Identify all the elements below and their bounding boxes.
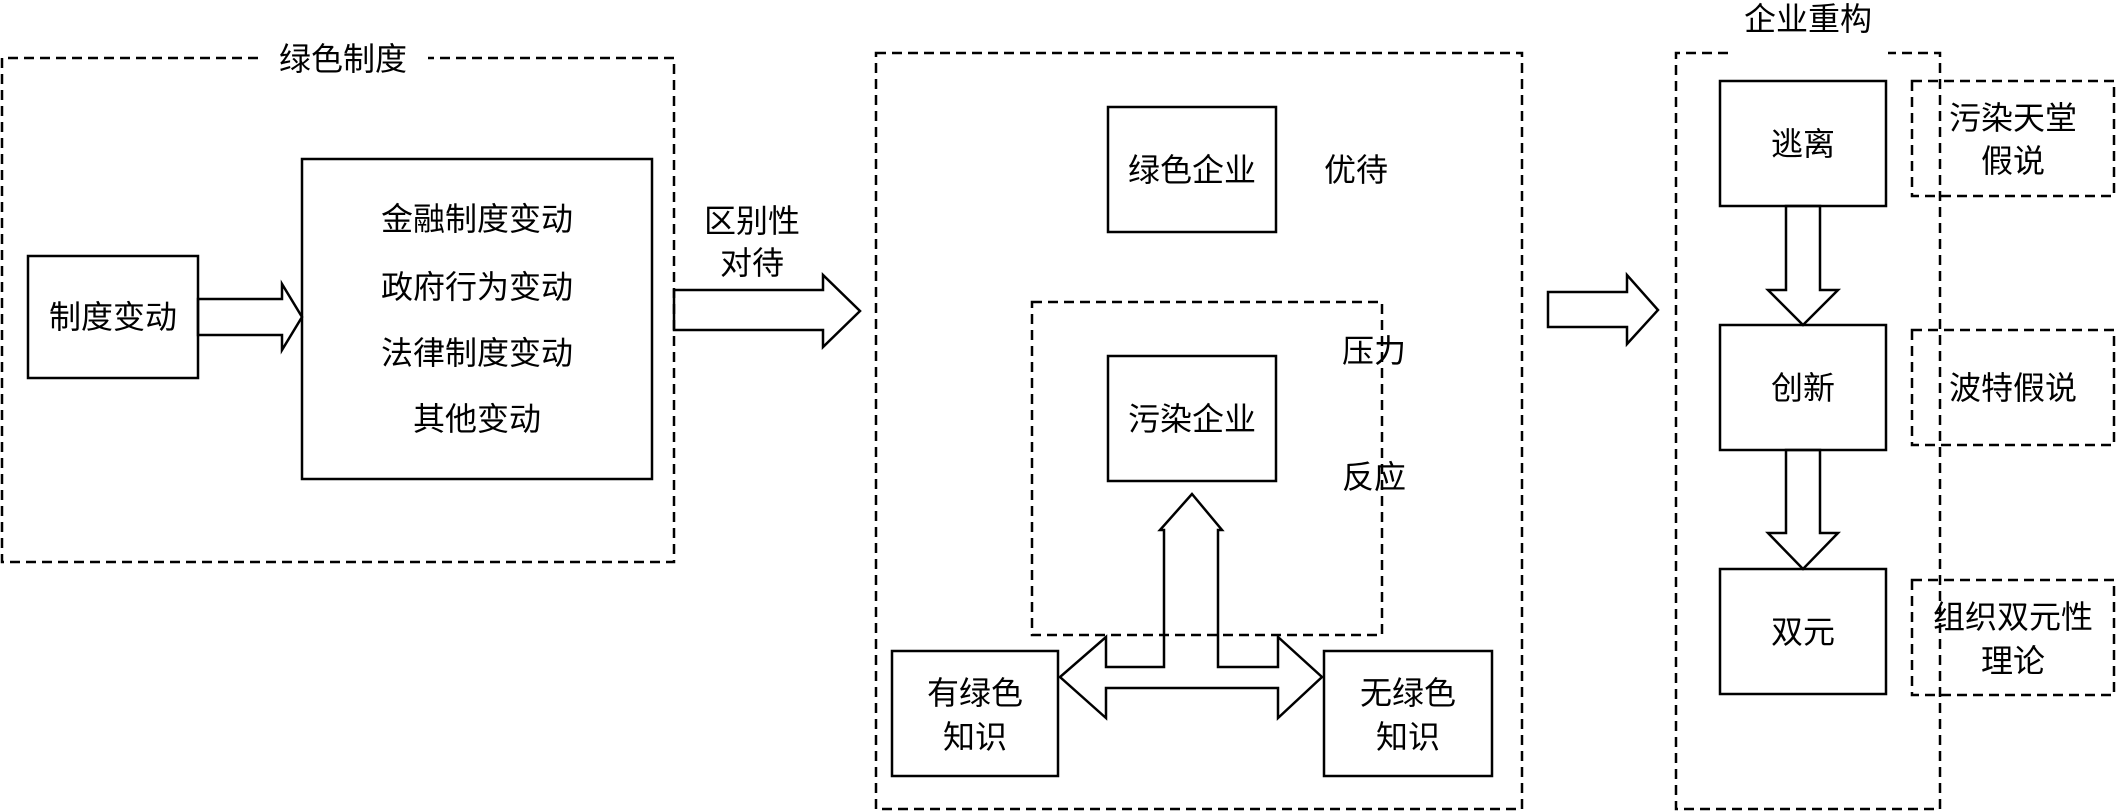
box-green-enterprise [1106, 105, 1278, 234]
without-green-knowledge-line-2: 知识 [1376, 718, 1440, 756]
group-green-institution-border [0, 56, 676, 564]
ambidexterity-line-1: 组织双元性 [1933, 598, 2093, 636]
block-arrow-differential [672, 272, 862, 350]
box-porter [1910, 328, 2116, 447]
porter-label: 波特假说 [1949, 369, 2077, 407]
box-polluting-enterprise-label: 污染企业 [1128, 400, 1256, 438]
changes-line-4: 其他变动 [413, 400, 541, 438]
box-duality-label: 双元 [1771, 613, 1835, 651]
group-restructuring-border [1674, 51, 1942, 811]
differential-label-line-2: 对待 [720, 244, 784, 282]
block-arrow-escape-to-innovation [1764, 204, 1842, 327]
group-green-institution-title: 绿色制度 [279, 40, 407, 78]
with-green-knowledge-line-1: 有绿色 [927, 674, 1023, 712]
box-without-green-knowledge [1322, 649, 1494, 778]
changes-line-1: 金融制度变动 [381, 200, 573, 238]
favorable-label: 优待 [1324, 151, 1388, 189]
with-green-knowledge-line-2: 知识 [943, 718, 1007, 756]
box-green-enterprise-label: 绿色企业 [1128, 151, 1256, 189]
box-ambidexterity [1910, 578, 2116, 697]
box-duality [1718, 567, 1888, 696]
changes-line-2: 政府行为变动 [381, 268, 573, 306]
reaction-label: 反应 [1342, 458, 1406, 496]
pressure-region-border [1030, 300, 1384, 637]
block-arrow-change-to-list [196, 279, 304, 355]
differential-label-line-1: 区别性 [704, 202, 800, 240]
group-enterprises-border [874, 51, 1524, 811]
box-pollution-haven [1910, 79, 2116, 198]
t-block-arrow [1058, 492, 1324, 721]
box-polluting-enterprise [1106, 354, 1278, 483]
block-arrow-innovation-to-duality [1765, 448, 1841, 571]
block-arrow-to-restructuring [1546, 271, 1660, 348]
pollution-haven-line-2: 假说 [1981, 142, 2045, 180]
box-escape-label: 逃离 [1771, 125, 1835, 163]
box-innovation-label: 创新 [1771, 369, 1835, 407]
box-institution-change-label: 制度变动 [49, 298, 177, 336]
ambidexterity-line-2: 理论 [1981, 642, 2045, 680]
changes-line-3: 法律制度变动 [381, 334, 573, 372]
pollution-haven-line-1: 污染天堂 [1949, 99, 2077, 137]
pressure-label: 压力 [1342, 332, 1406, 370]
group-restructuring-title: 企业重构 [1744, 0, 1872, 38]
without-green-knowledge-line-1: 无绿色 [1360, 674, 1456, 712]
box-with-green-knowledge [890, 649, 1060, 778]
box-changes [300, 157, 654, 481]
